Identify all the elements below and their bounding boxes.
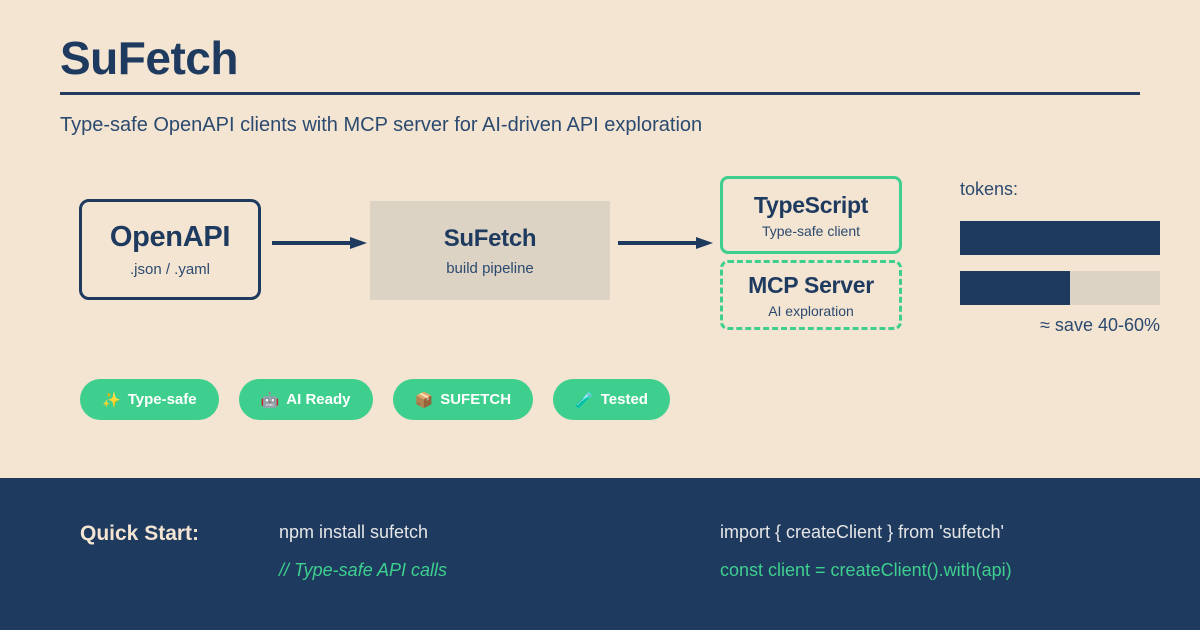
quick-start-column-usage: import { createClient } from 'sufetch' c… xyxy=(720,522,1012,581)
feature-pill-type-safe-label: Type-safe xyxy=(127,391,197,408)
quick-start-label: Quick Start: xyxy=(80,522,200,545)
quick-start-footer: Quick Start: npm install sufetch // Type… xyxy=(0,478,1200,630)
flow-node-typescript-subtitle: Type-safe client xyxy=(761,222,861,239)
title-divider xyxy=(60,92,1140,96)
token-bar-baseline xyxy=(960,221,1160,255)
flow-node-openapi: OpenAPI .json / .yaml xyxy=(79,199,261,300)
token-bar-sufetch-fill xyxy=(960,271,1070,305)
test-tube-icon: 🧪 xyxy=(575,391,594,409)
flow-node-mcp-server: MCP Server AI exploration xyxy=(720,260,902,330)
flow-node-typescript-title: TypeScript xyxy=(753,191,869,218)
tokens-label: tokens: xyxy=(960,179,1019,199)
feature-pill-ai-ready[interactable]: 🤖 AI Ready xyxy=(238,379,373,420)
flow-node-openapi-title: OpenAPI xyxy=(109,221,231,253)
code-line-import: import { createClient } from 'sufetch' xyxy=(720,522,1004,542)
flow-node-typescript: TypeScript Type-safe client xyxy=(720,176,902,254)
feature-pill-list: ✨ Type-safe 🤖 AI Ready 📦 SUFETCH 🧪 Teste… xyxy=(80,379,670,420)
arrow-openapi-to-sufetch xyxy=(272,236,368,255)
header: SuFetch Type-safe OpenAPI clients with M… xyxy=(60,34,1140,137)
feature-pill-sufetch[interactable]: 📦 SUFETCH xyxy=(392,379,534,420)
page-title: SuFetch xyxy=(60,32,238,84)
robot-icon: 🤖 xyxy=(260,391,280,409)
feature-pill-ai-ready-label: AI Ready xyxy=(286,391,351,408)
token-bar-sufetch xyxy=(960,271,1160,305)
token-bar-baseline-fill xyxy=(960,221,1160,255)
flow-node-mcp-server-title: MCP Server xyxy=(748,271,874,298)
sparkles-icon: ✨ xyxy=(102,391,121,409)
tokens-panel: tokens: ≈ save 40-60% xyxy=(960,179,1165,335)
feature-pill-tested[interactable]: 🧪 Tested xyxy=(553,379,670,420)
tokens-savings-note: ≈ save 40-60% xyxy=(1040,315,1160,335)
flow-node-sufetch: SuFetch build pipeline xyxy=(370,201,610,300)
code-line-comment: // Type-safe API calls xyxy=(279,559,448,580)
code-line-create-client: const client = createClient().with(api) xyxy=(720,559,1012,580)
code-line-npm-install: npm install sufetch xyxy=(279,522,429,542)
feature-pill-tested-label: Tested xyxy=(600,391,648,408)
page-subtitle: Type-safe OpenAPI clients with MCP serve… xyxy=(60,114,703,137)
quick-start-column-install: npm install sufetch // Type-safe API cal… xyxy=(279,522,447,581)
flow-node-sufetch-subtitle: build pipeline xyxy=(446,259,534,277)
arrow-sufetch-to-outputs xyxy=(618,236,714,255)
feature-pill-sufetch-label: SUFETCH xyxy=(440,391,512,408)
flow-node-openapi-subtitle: .json / .yaml xyxy=(129,261,211,278)
feature-pill-type-safe[interactable]: ✨ Type-safe xyxy=(80,379,219,420)
flow-node-sufetch-title: SuFetch xyxy=(443,224,537,252)
package-icon: 📦 xyxy=(414,391,434,409)
flow-node-mcp-server-subtitle: AI exploration xyxy=(768,302,854,319)
